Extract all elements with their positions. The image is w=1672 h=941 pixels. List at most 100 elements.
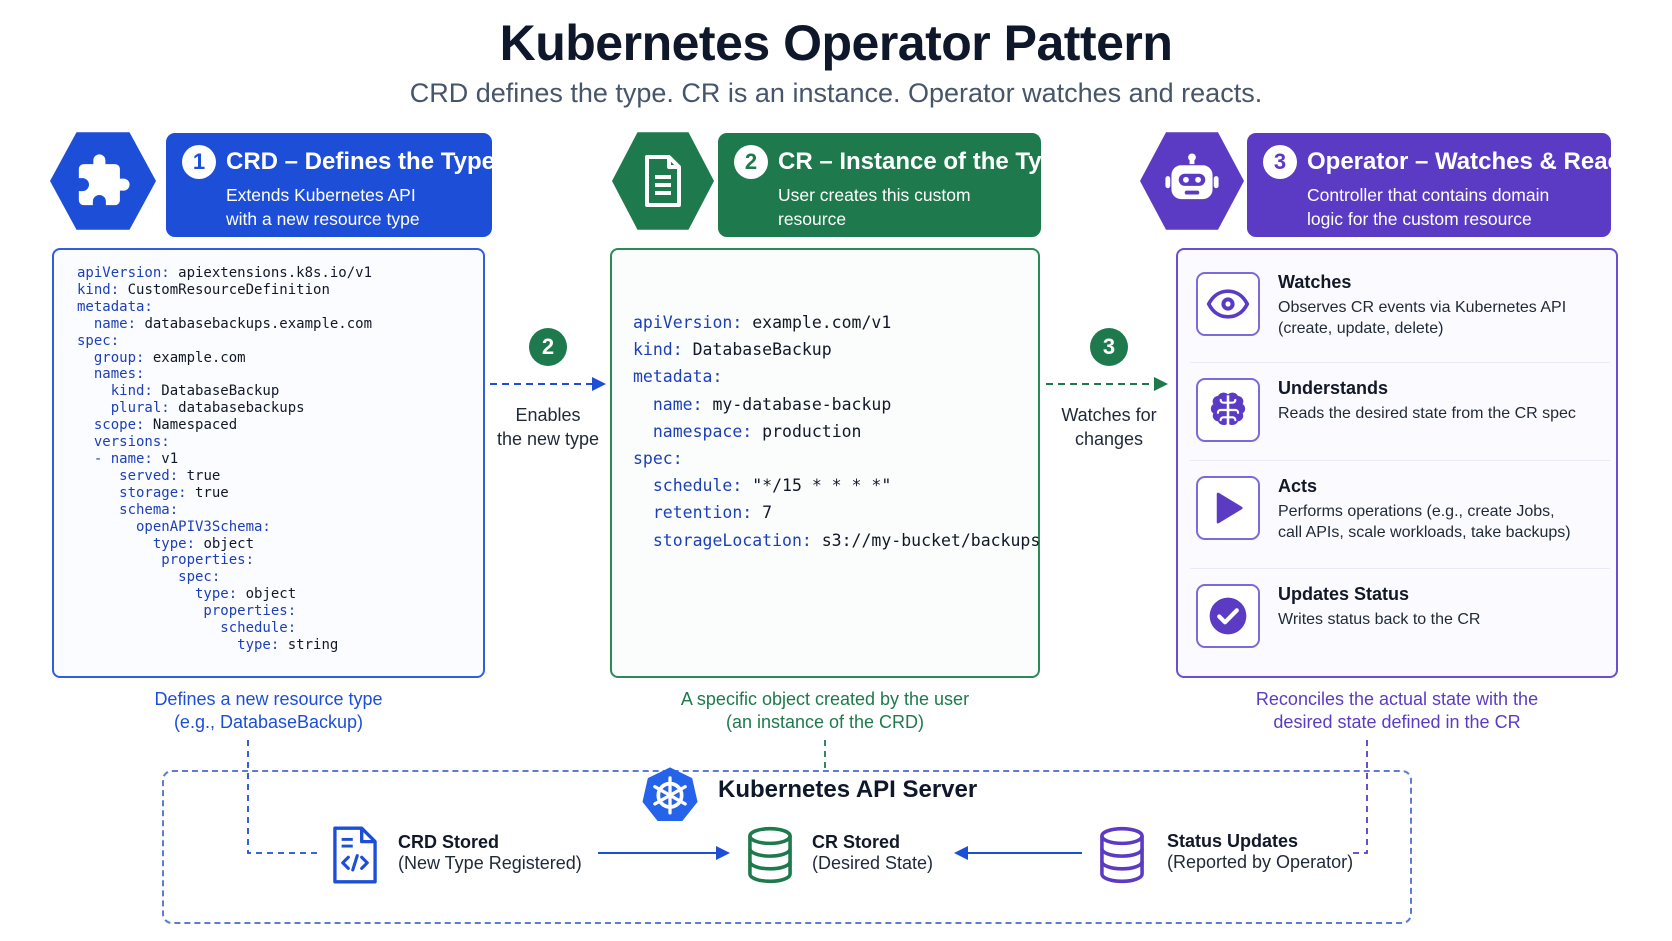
code-line: spec:	[633, 445, 1040, 472]
code-line: versions:	[77, 434, 372, 451]
code-line: type: string	[77, 637, 372, 654]
crd-stored-label: CRD Stored (New Type Registered)	[398, 832, 582, 874]
step-2-badge: 2	[529, 328, 567, 366]
acts-desc-line1: Performs operations (e.g., create Jobs,	[1278, 503, 1555, 520]
kubernetes-helm-icon	[642, 765, 698, 821]
code-key: - name:	[77, 450, 153, 467]
acts-desc-line2: call APIs, scale workloads, take backups…	[1278, 524, 1571, 541]
robot-icon	[1165, 153, 1219, 200]
code-key: namespace:	[633, 421, 753, 441]
api-server-box	[162, 770, 1412, 924]
code-line: - name: v1	[77, 451, 372, 468]
code-key: plural:	[77, 400, 170, 417]
code-line: storage: true	[77, 485, 372, 502]
code-line: spec:	[77, 569, 372, 586]
code-value: 7	[752, 503, 773, 523]
code-value: databasebackups.example.com	[136, 315, 373, 332]
code-key: metadata:	[633, 367, 723, 387]
code-value: true	[178, 467, 221, 484]
code-value: object	[237, 586, 297, 603]
step-2-arrow	[490, 377, 606, 391]
step-2-label-line1: Enables	[515, 405, 581, 425]
cr-caption-line1: A specific object created by the user	[680, 689, 970, 709]
code-line: retention: 7	[633, 499, 1040, 526]
code-line: kind: DatabaseBackup	[633, 336, 1040, 363]
operator-title: Operator – Watches & Reacts	[1307, 148, 1643, 175]
code-line: openAPIV3Schema:	[77, 519, 372, 536]
page-title: Kubernetes Operator Pattern	[499, 15, 1173, 71]
code-key: name:	[77, 315, 137, 332]
status-updates-sub: (Reported by Operator)	[1167, 852, 1354, 872]
operator-item-understands: Understands Reads the desired state from…	[1196, 378, 1602, 442]
code-value: CustomResourceDefinition	[119, 281, 330, 298]
code-line: type: object	[77, 536, 372, 553]
watches-desc-line1: Observes CR events via Kubernetes API	[1278, 299, 1567, 316]
code-line: spec:	[77, 333, 372, 350]
code-key: metadata:	[77, 298, 153, 315]
operator-hex-badge	[1140, 132, 1244, 230]
api-server-title: Kubernetes API Server	[718, 776, 978, 803]
crd-caption-line1: Defines a new resource type	[154, 689, 383, 709]
operator-step-number: 3	[1263, 145, 1297, 179]
code-line: schedule: "*/15 * * * *"	[633, 472, 1040, 499]
database-icon	[1100, 826, 1144, 884]
brain-icon	[1210, 392, 1246, 425]
database-icon	[748, 826, 792, 884]
operator-desc-line2: logic for the custom resource	[1307, 209, 1532, 229]
code-value: s3://my-bucket/backups	[811, 530, 1041, 550]
page-subtitle: CRD defines the type. CR is an instance.…	[409, 78, 1263, 108]
step-2-label-line2: the new type	[496, 429, 600, 449]
code-line: apiVersion: apiextensions.k8s.io/v1	[77, 265, 372, 282]
acts-title: Acts	[1278, 476, 1318, 496]
status-updates-node	[1097, 826, 1147, 889]
check-circle-icon	[1209, 597, 1247, 635]
code-key: names:	[77, 366, 145, 383]
cr-stored-sub: (Desired State)	[812, 853, 934, 873]
code-line: storageLocation: s3://my-bucket/backups	[633, 527, 1040, 554]
code-line: kind: CustomResourceDefinition	[77, 282, 372, 299]
cr-caption: A specific object created by the user (a…	[610, 688, 1040, 734]
crd-caption-line2: (e.g., DatabaseBackup)	[173, 712, 364, 732]
code-line: schema:	[77, 502, 372, 519]
code-line: metadata:	[633, 363, 1040, 390]
cr-desc-line2: resource	[778, 209, 847, 229]
operator-item-watches: Watches Observes CR events via Kubernete…	[1196, 272, 1602, 339]
eye-icon	[1206, 289, 1250, 319]
operator-panel: Watches Observes CR events via Kubernete…	[1176, 248, 1618, 678]
understands-desc-line1: Reads the desired state from the CR spec	[1278, 405, 1576, 422]
code-line: scope: Namespaced	[77, 417, 372, 434]
status-updates-title: Status Updates	[1167, 831, 1299, 851]
code-value: databasebackups	[169, 400, 305, 417]
code-key: name:	[633, 394, 703, 414]
code-value: example.com/v1	[742, 313, 892, 332]
code-key: type:	[77, 586, 238, 603]
understands-icon-box	[1196, 378, 1260, 442]
updates-status-title: Updates Status	[1278, 584, 1410, 604]
cr-title: CR – Instance of the Type	[778, 148, 1070, 175]
operator-caption: Reconciles the actual state with the des…	[1176, 688, 1618, 734]
code-value: string	[279, 636, 339, 653]
operator-caption-line2: desired state defined in the CR	[1273, 712, 1521, 732]
code-value: example.com	[144, 349, 246, 366]
code-key: storageLocation:	[633, 530, 812, 550]
puzzle-icon	[78, 154, 130, 206]
operator-divider	[1190, 460, 1610, 461]
code-value: "*/15 * * * *"	[742, 476, 892, 496]
code-value: DatabaseBackup	[152, 383, 280, 400]
code-key: schedule:	[633, 476, 743, 496]
cr-stored-node	[745, 826, 795, 889]
crd-title: CRD – Defines the Type	[226, 148, 495, 175]
code-key: schema:	[77, 501, 179, 518]
crd-desc-line2: with a new resource type	[226, 209, 420, 229]
crd-stored-title: CRD Stored	[398, 832, 500, 852]
cr-caption-line2: (an instance of the CRD)	[725, 712, 925, 732]
cr-step-number: 2	[734, 145, 768, 179]
code-key: spec:	[77, 332, 120, 349]
code-line: group: example.com	[77, 350, 372, 367]
code-file-icon	[333, 826, 377, 884]
operator-banner: 3 Operator – Watches & Reacts Controller…	[1247, 133, 1642, 237]
